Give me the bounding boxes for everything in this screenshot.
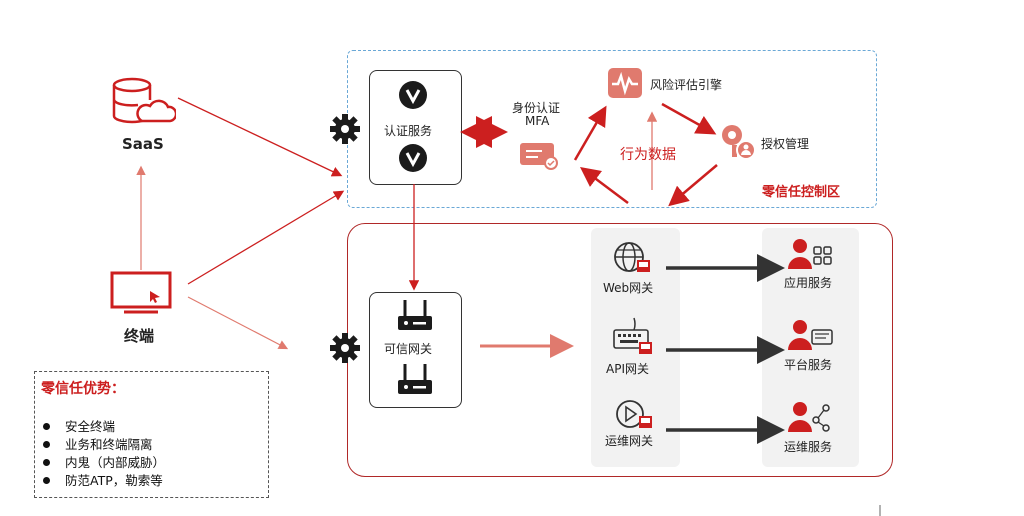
trusted-gateway-label: 可信网关 — [384, 342, 433, 356]
service-label-platform: 平台服务 — [784, 358, 833, 372]
ops-play-icon — [616, 400, 652, 428]
router-icon — [398, 364, 432, 394]
advantages-list: 安全终端 业务和终端隔离 内鬼（内部威胁） 防范ATP，勒索等 — [41, 418, 165, 490]
auth-v-icon — [399, 144, 427, 172]
saas-database-icon — [112, 77, 176, 124]
auth-service-label: 认证服务 — [384, 124, 433, 138]
terminal-monitor-icon — [110, 271, 172, 314]
advantage-item: 业务和终端隔离 — [41, 436, 165, 454]
terminal-label: 终端 — [124, 327, 155, 345]
arrow-terminal-to-gateway — [187, 296, 289, 350]
zero-trust-zone-label: 零信任控制区 — [762, 185, 841, 200]
gear-icon — [330, 333, 360, 363]
app-service-user-icon — [788, 239, 832, 269]
mfa-label: MFA — [525, 114, 550, 128]
arrow-risk-to-auth — [661, 102, 717, 135]
advantage-item: 安全终端 — [41, 418, 165, 436]
key-user-icon — [722, 125, 756, 160]
saas-label: SaaS — [122, 135, 164, 153]
api-keyboard-icon — [613, 317, 652, 354]
auth-v-icon — [399, 81, 427, 109]
arrow-mfa-to-risk — [573, 105, 607, 161]
router-icon — [398, 300, 432, 330]
behavior-data-label: 行为数据 — [620, 147, 676, 163]
advantages-title: 零信任优势： — [41, 381, 125, 397]
service-label-app: 应用服务 — [784, 276, 833, 290]
authorization-label: 授权管理 — [761, 137, 810, 151]
risk-monitor-icon — [608, 68, 642, 98]
identity-auth-label: 身份认证 — [512, 101, 561, 115]
ops-service-user-icon — [788, 402, 830, 432]
arrow-auth-to-bottom — [668, 164, 718, 207]
advantages-box: 零信任优势： 安全终端 业务和终端隔离 内鬼（内部威胁） 防范ATP，勒索等 — [34, 371, 269, 498]
risk-engine-label: 风险评估引擎 — [650, 78, 723, 92]
arrow-bottom-to-mfa — [580, 167, 629, 204]
gear-icon — [330, 114, 360, 144]
web-globe-icon — [614, 242, 650, 272]
advantage-item: 内鬼（内部威胁） — [41, 454, 165, 472]
service-label-ops: 运维服务 — [784, 440, 833, 454]
platform-service-user-icon — [788, 320, 833, 350]
mfa-card-icon — [520, 143, 558, 170]
arrow-terminal-to-auth — [187, 190, 345, 285]
gateway-label-web: Web网关 — [603, 281, 654, 295]
advantage-item: 防范ATP，勒索等 — [41, 472, 165, 490]
gateway-label-ops: 运维网关 — [605, 434, 654, 448]
gateway-label-api: API网关 — [606, 362, 649, 376]
arrow-saas-to-auth — [177, 97, 343, 177]
